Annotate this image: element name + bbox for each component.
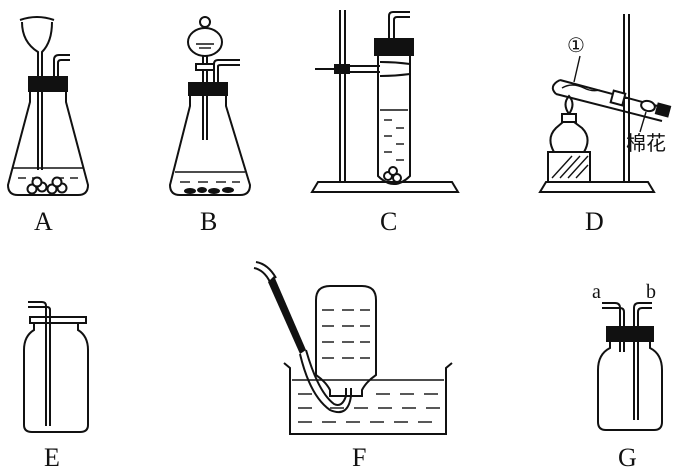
apparatus-e: E [24,302,88,468]
apparatus-g: a b G [592,281,662,468]
apparatus-d: ① 棉花 D [540,14,671,236]
solid-particles-b [184,187,234,194]
bottle-water-dashes-f [322,310,370,358]
label-cotton: 棉花 [626,131,666,155]
glass-plate-e [30,317,86,323]
label-a: A [34,207,53,236]
stopper-g [606,326,654,342]
apparatus-b: B [170,17,250,236]
stopper-d [655,102,672,117]
apparatus-c: C [312,10,458,236]
cotton-plug-d [640,99,656,112]
label-port-a: a [592,281,601,303]
stopper-a [28,76,68,92]
label-circle-one: ① [567,35,585,57]
label-b: B [200,207,217,236]
boss-head-c [334,64,350,74]
label-g: G [618,443,637,468]
rubber-tube-f [268,276,306,354]
apparatus-a: A [8,17,88,236]
solid-beads-c [384,167,401,182]
label-d: D [585,207,604,236]
funnel-bulb-b [188,28,222,56]
tube-clamp-d [611,91,626,106]
label-f: F [352,443,366,468]
label-port-b: b [646,281,656,303]
block-hatch-d [552,156,588,178]
liquid-dashes-c [384,120,404,160]
apparatus-f: F [254,262,452,468]
label-e: E [44,443,60,468]
stopcock-b [196,64,214,70]
solid-beads-a [28,178,67,194]
stopper-c [374,38,414,56]
label-c: C [380,207,397,236]
